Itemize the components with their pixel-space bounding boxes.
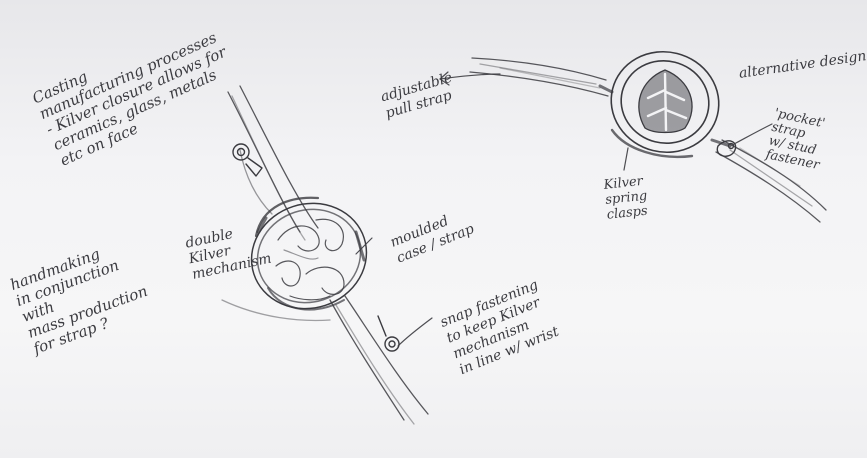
watch-left-snap-bottom — [378, 316, 399, 351]
watch-left-face-swirls — [276, 219, 344, 300]
watch-left-snap-top — [233, 144, 262, 176]
note-pocket-strap: 'pocket' strap w/ stud fastener — [764, 107, 829, 173]
note-kilver-clasps: Kilver spring clasps — [603, 174, 650, 223]
